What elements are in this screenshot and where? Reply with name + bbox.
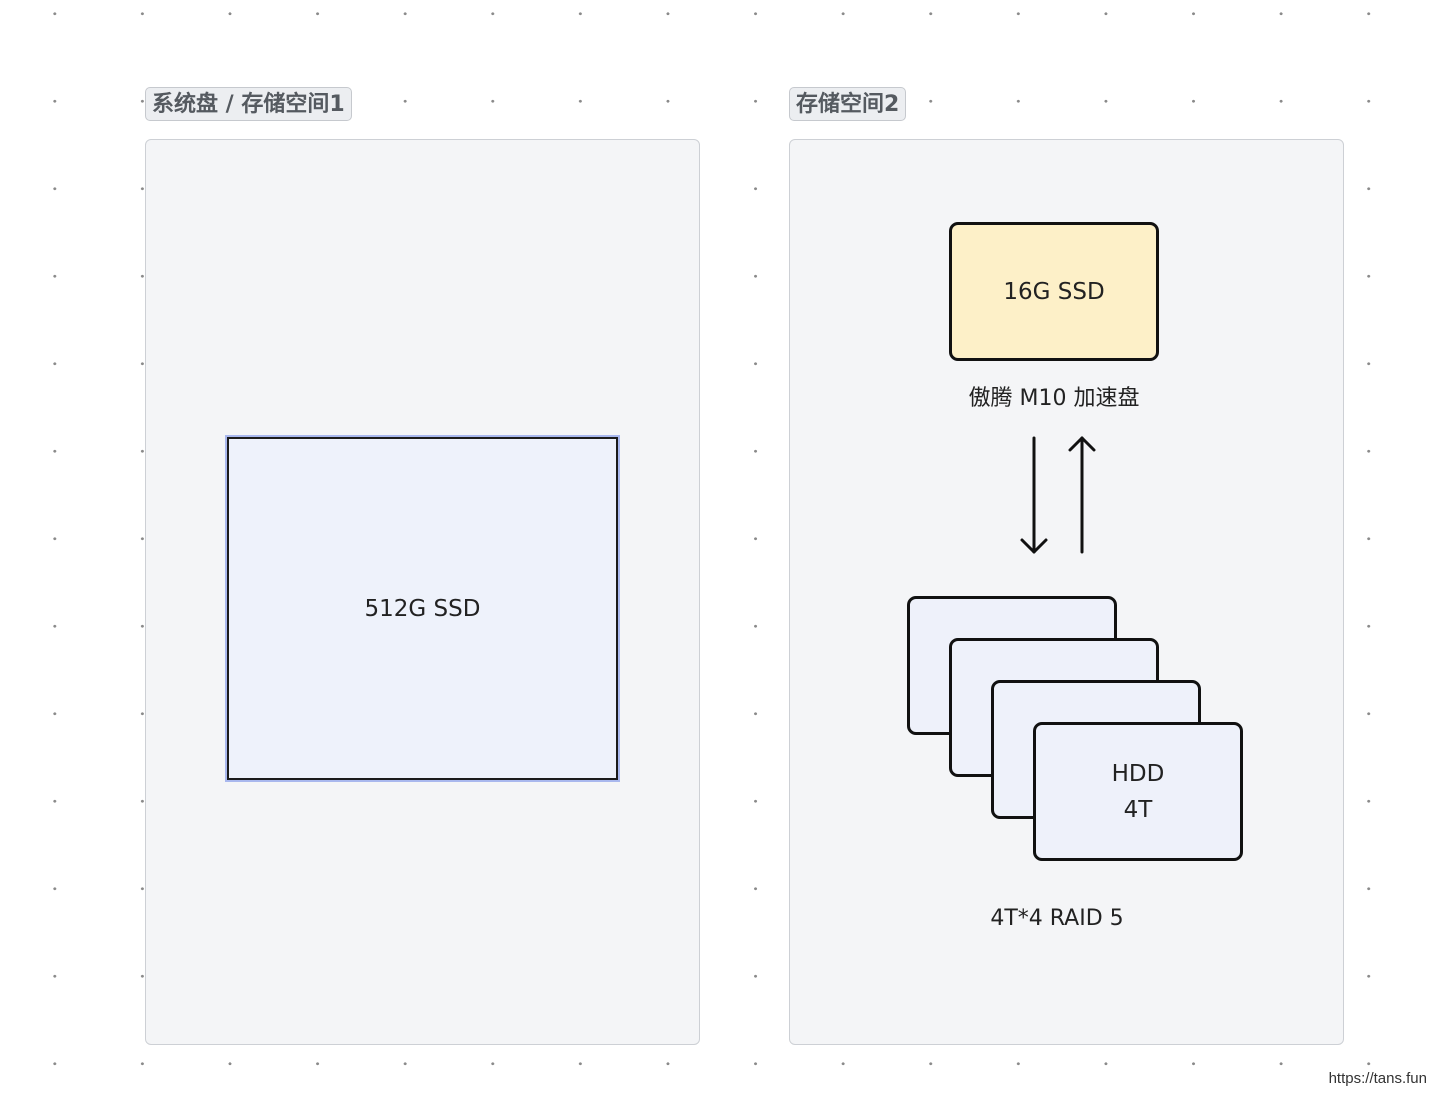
ssd-512g-node[interactable]: 512G SSD [225, 435, 620, 782]
watermark: https://tans.fun [1328, 1070, 1427, 1087]
group-label-storage-1[interactable]: 系统盘 / 存储空间1 [145, 87, 352, 121]
ssd-16g-label: 16G SSD [1003, 278, 1105, 305]
cache-caption: 傲腾 M10 加速盘 [968, 386, 1140, 411]
arrow-up-icon [1068, 436, 1096, 554]
hdd-label: HDD [1111, 760, 1165, 787]
read-write-arrows [1020, 436, 1096, 554]
ssd-16g-cache-node[interactable]: 16G SSD [949, 222, 1159, 361]
hdd-disk-front[interactable]: HDD 4T [1033, 722, 1243, 861]
ssd-512g-label: 512G SSD [364, 595, 481, 622]
arrow-down-icon [1020, 436, 1048, 554]
group-label-storage-2[interactable]: 存储空间2 [789, 87, 907, 121]
hdd-size: 4T [1123, 796, 1153, 823]
raid-caption: 4T*4 RAID 5 [990, 906, 1124, 931]
